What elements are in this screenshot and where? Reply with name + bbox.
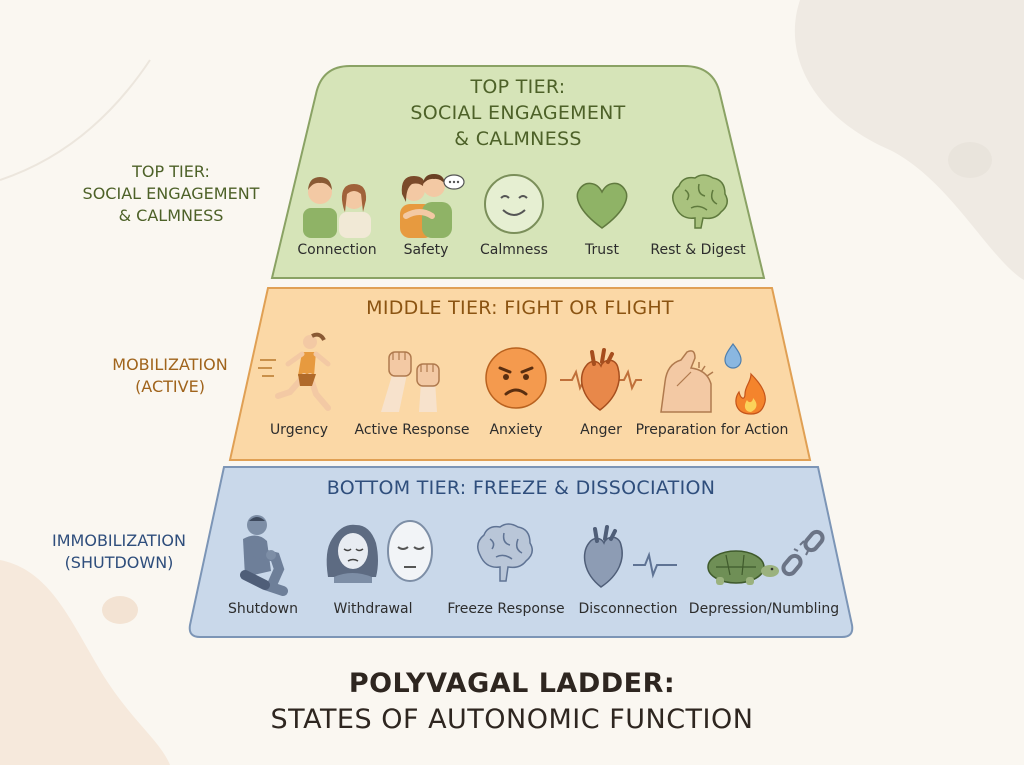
- top-item-rest-digest-label: Rest & Digest: [650, 242, 746, 258]
- top-item-safety: Safety: [386, 168, 466, 258]
- bottom-tier: BOTTOM TIER: FREEZE & DISSOCIATION Shutd…: [188, 465, 854, 639]
- footer-title-regular: STATES OF AUTONOMIC FUNCTION: [270, 704, 754, 735]
- bottom-item-depression-numbling-label: Depression/Numbling: [688, 601, 840, 617]
- bottom-item-freeze-response: Freeze Response: [444, 511, 568, 617]
- top-item-connection: Connection: [292, 168, 382, 258]
- mask-brain-icon: [477, 523, 533, 582]
- running-person-icon: [258, 332, 331, 411]
- bottom-item-withdrawal: Withdrawal: [318, 511, 433, 617]
- top-item-calmness-label: Calmness: [480, 242, 548, 258]
- middle-item-preparation-for-action: Preparation for Action: [632, 330, 792, 438]
- heart-pulse-icon: [583, 525, 677, 588]
- smiling-face-icon: [484, 174, 544, 234]
- angry-face-icon: [485, 347, 547, 409]
- bottom-tier-title: BOTTOM TIER: FREEZE & DISSOCIATION: [326, 477, 716, 499]
- middle-tier-side-label: MOBILIZATION (ACTIVE): [82, 354, 258, 398]
- middle-item-anger: Anger: [558, 330, 644, 438]
- footer-title-bold: POLYVAGAL LADDER:: [348, 668, 676, 699]
- top-tier-title: TOP TIER: SOCIAL ENGAGEMENT & CALMNESS: [270, 74, 766, 152]
- middle-tier: MIDDLE TIER: FIGHT OR FLIGHT Urgency: [228, 286, 812, 462]
- bottom-item-freeze-response-label: Freeze Response: [447, 601, 565, 617]
- middle-tier-title: MIDDLE TIER: FIGHT OR FLIGHT: [366, 297, 674, 319]
- bottom-side-line1: IMMOBILIZATION: [52, 531, 186, 550]
- bottom-item-disconnection-label: Disconnection: [578, 601, 678, 617]
- bottom-item-shutdown-label: Shutdown: [228, 601, 298, 617]
- top-item-trust: Trust: [562, 168, 642, 258]
- middle-item-urgency: Urgency: [254, 330, 344, 438]
- middle-side-line1: MOBILIZATION: [112, 355, 228, 374]
- bottom-tier-side-label: IMMOBILIZATION (SHUTDOWN): [28, 530, 210, 574]
- top-side-line1: TOP TIER:: [132, 162, 210, 181]
- middle-item-preparation-for-action-label: Preparation for Action: [635, 422, 789, 438]
- top-tier-side-label: TOP TIER: SOCIAL ENGAGEMENT & CALMNESS: [62, 161, 280, 227]
- bottom-item-shutdown: Shutdown: [218, 511, 308, 617]
- sitting-person-icon: [240, 515, 288, 596]
- top-side-line3: & CALMNESS: [118, 206, 224, 225]
- top-tier: TOP TIER: SOCIAL ENGAGEMENT & CALMNESS C…: [270, 64, 766, 280]
- anatomical-heart-icon: [560, 348, 642, 411]
- bottom-item-disconnection: Disconnection: [572, 511, 684, 617]
- middle-item-anger-label: Anger: [580, 422, 622, 438]
- top-tier-title-line3: & CALMNESS: [454, 128, 582, 150]
- top-item-rest-digest: Rest & Digest: [648, 168, 748, 258]
- raised-fists-icon: [381, 351, 440, 412]
- top-item-safety-label: Safety: [403, 242, 449, 258]
- middle-item-active-response-label: Active Response: [354, 422, 470, 438]
- turtle-broken-chain-icon: [707, 529, 825, 585]
- top-tier-title-line1: TOP TIER:: [470, 76, 566, 98]
- top-item-trust-label: Trust: [585, 242, 619, 258]
- middle-item-anxiety: Anxiety: [476, 330, 556, 438]
- heart-icon: [576, 182, 628, 229]
- hugging-people-icon: [400, 174, 465, 238]
- middle-item-urgency-label: Urgency: [269, 422, 329, 438]
- bottom-item-withdrawal-label: Withdrawal: [333, 601, 413, 617]
- brain-icon: [672, 174, 728, 229]
- flexed-arm-fire-icon: [660, 342, 766, 415]
- top-tier-title-line2: SOCIAL ENGAGEMENT: [410, 102, 626, 124]
- top-tier-shape: [270, 65, 766, 279]
- two-people-icon: [303, 177, 371, 238]
- sad-person-icon: [326, 520, 433, 583]
- top-item-connection-label: Connection: [297, 242, 377, 258]
- bottom-item-depression-numbling: Depression/Numbling: [684, 511, 844, 617]
- middle-item-active-response: Active Response: [352, 330, 472, 438]
- top-item-calmness: Calmness: [474, 168, 554, 258]
- middle-item-anxiety-label: Anxiety: [489, 422, 543, 438]
- middle-side-line2: (ACTIVE): [135, 377, 205, 396]
- top-side-line2: SOCIAL ENGAGEMENT: [82, 184, 260, 203]
- bottom-side-line2: (SHUTDOWN): [64, 553, 174, 572]
- background-blob-top-right: [794, 0, 1024, 280]
